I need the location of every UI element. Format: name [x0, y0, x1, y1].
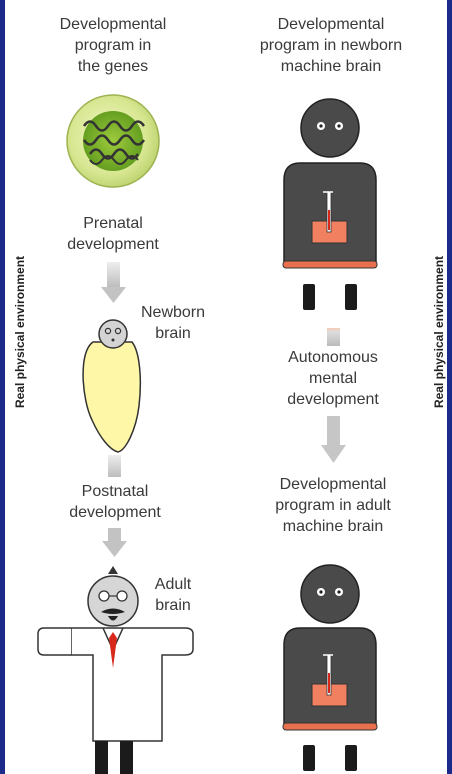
robot-adult-machine-icon [282, 564, 378, 771]
label-dev-program-newborn-machine: Developmental program in newborn machine… [259, 16, 403, 75]
arrow-autonomous [321, 328, 346, 463]
adult-human-icon [37, 566, 194, 774]
arrow-prenatal [101, 262, 126, 303]
label-postnatal: Postnatal development [69, 483, 161, 521]
label-dev-program-genes: Developmental program in the genes [59, 16, 167, 75]
robot-newborn-machine-icon [282, 98, 378, 310]
label-dev-program-adult-machine: Developmental program in adult machine b… [275, 476, 391, 535]
newborn-baby-icon [82, 319, 142, 453]
label-prenatal: Prenatal development [67, 215, 159, 253]
label-env-left: Real physical environment [13, 255, 27, 409]
arrow-postnatal [102, 455, 127, 557]
label-env-right: Real physical environment [432, 255, 446, 409]
label-adult-brain: Adult brain [154, 576, 192, 614]
cell-with-dna-icon [66, 94, 160, 188]
label-newborn-brain: Newborn brain [140, 304, 206, 342]
label-autonomous: Autonomous mental development [287, 349, 379, 408]
